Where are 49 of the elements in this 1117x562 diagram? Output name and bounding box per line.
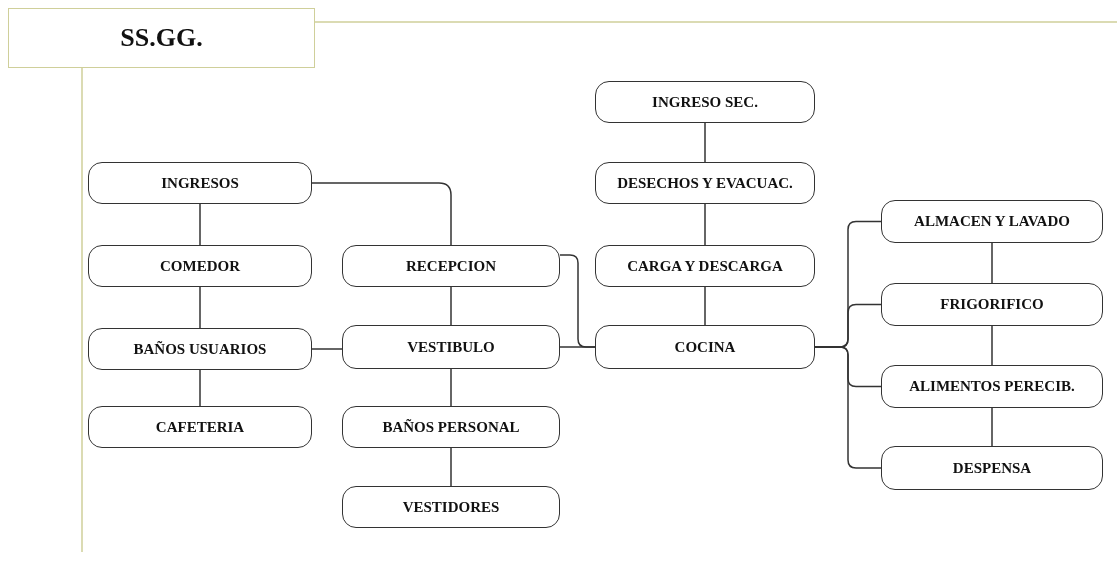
room-label: ALMACEN Y LAVADO [914,213,1070,230]
connector-line [559,346,596,348]
connector-line [450,368,452,407]
connector-line [311,182,452,246]
connector-line [704,203,706,246]
room-box [595,162,815,204]
room-box [595,325,815,369]
room-box [595,245,815,287]
room-label: COCINA [674,338,736,356]
connector-line [199,203,201,246]
room-box [595,81,815,123]
room-label: INGRESO SEC. [652,93,758,111]
connector-line [450,286,452,326]
connector-line [814,346,882,469]
room-label: CARGA Y DESCARGA [627,257,783,275]
connector-line [311,348,343,350]
room-box [88,406,312,448]
room-box [342,325,560,369]
title: SS.GG. [120,23,203,53]
connector-line [199,286,201,329]
room-label: FRIGORIFICO [940,296,1044,313]
connector-line [991,407,993,447]
connector-line [450,447,452,487]
connector-line [704,122,706,163]
connector-line [991,242,993,284]
room-box [88,328,312,370]
room-label: VESTIDORES [402,498,500,516]
room-label: BAÑOS USUARIOS [133,340,267,358]
room-box [342,486,560,528]
room-label: COMEDOR [160,257,240,275]
room-label: CAFETERIA [155,418,245,436]
room-label: VESTIBULO [407,338,495,356]
connector-line [991,325,993,366]
room-label: RECEPCION [406,257,496,275]
connector-line [704,286,706,326]
room-label: ALIMENTOS PERECIB. [909,378,1075,395]
room-box [342,406,560,448]
room-box [881,283,1103,326]
room-box [88,245,312,287]
connector-line [199,369,201,407]
room-label: BAÑOS PERSONAL [382,418,520,436]
room-label: DESECHOS Y EVACUAC. [617,174,793,192]
room-box [88,162,312,204]
room-box [881,446,1103,490]
room-label: INGRESOS [161,174,239,192]
room-box [342,245,560,287]
room-box [881,365,1103,408]
room-label: DESPENSA [952,459,1032,477]
room-box [881,200,1103,243]
